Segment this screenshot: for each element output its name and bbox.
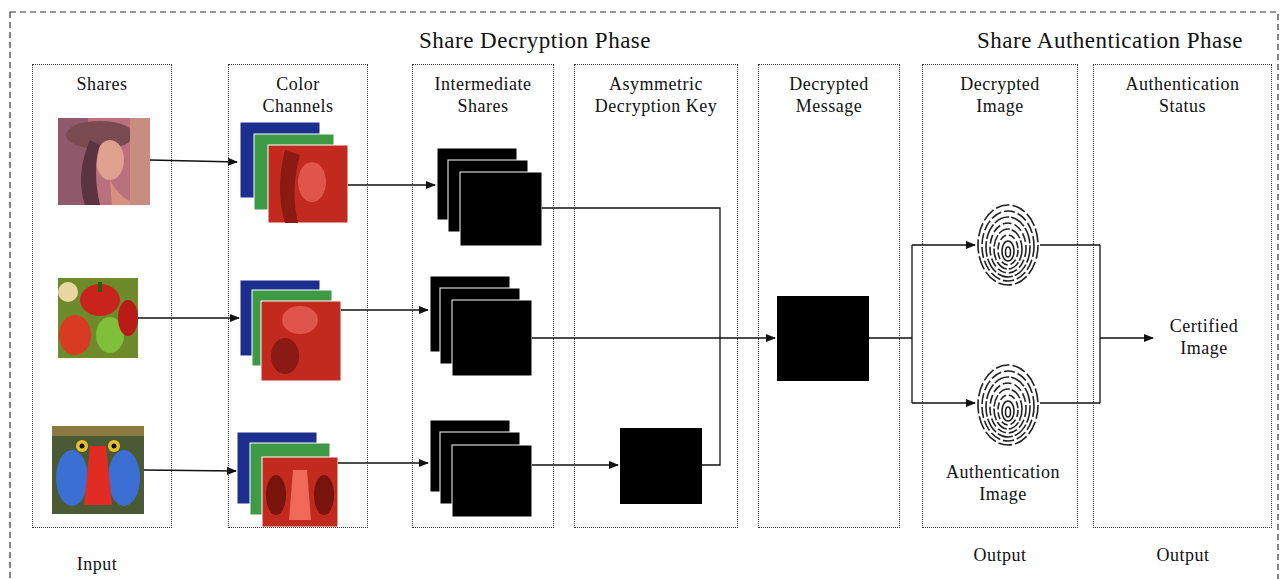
column-heading: Color Channels	[248, 73, 348, 117]
column-heading: Asymmetric Decryption Key	[586, 73, 726, 117]
phase-title: Share Authentication Phase	[945, 27, 1275, 55]
share-image-baboon	[52, 426, 144, 514]
stage-label: Output	[1133, 545, 1233, 567]
intermediate-share-stack	[430, 276, 532, 376]
color-channel-stack	[240, 280, 341, 381]
stage-column: Asymmetric Decryption Key	[574, 64, 738, 528]
intermediate-share-stack	[430, 420, 532, 517]
decrypted-message-block	[777, 296, 869, 381]
column-heading: Intermediate Shares	[423, 73, 543, 117]
column-heading: Decrypted Image	[950, 73, 1050, 117]
stage-column: Color Channels	[228, 64, 368, 528]
color-channel-stack	[240, 122, 348, 223]
stage-column: Intermediate Shares	[412, 64, 554, 528]
decryption-key-block	[620, 428, 702, 504]
share-image-peppers	[58, 278, 138, 358]
outer-frame	[10, 12, 1278, 579]
stage-label: Input	[52, 554, 142, 576]
column-heading: Decrypted Message	[774, 73, 884, 117]
intermediate-share-stack	[437, 148, 542, 246]
image-caption: Authentication Image	[938, 462, 1068, 505]
stage-column: Authentication Status	[1093, 64, 1272, 528]
column-heading: Authentication Status	[1113, 73, 1253, 117]
share-image-portrait	[58, 118, 150, 205]
result-label: Certified Image	[1158, 316, 1250, 359]
flow-arrows	[138, 160, 1153, 471]
stage-column: Decrypted Image	[922, 64, 1078, 528]
stage-column: Decrypted Message	[758, 64, 900, 528]
column-heading: Shares	[37, 73, 167, 95]
fingerprint-image	[978, 205, 1038, 285]
stage-column: Shares	[32, 64, 172, 528]
stage-label: Output	[950, 545, 1050, 567]
fingerprint-image	[978, 365, 1038, 445]
phase-title: Share Decryption Phase	[345, 27, 725, 55]
color-channel-stack	[237, 432, 338, 527]
